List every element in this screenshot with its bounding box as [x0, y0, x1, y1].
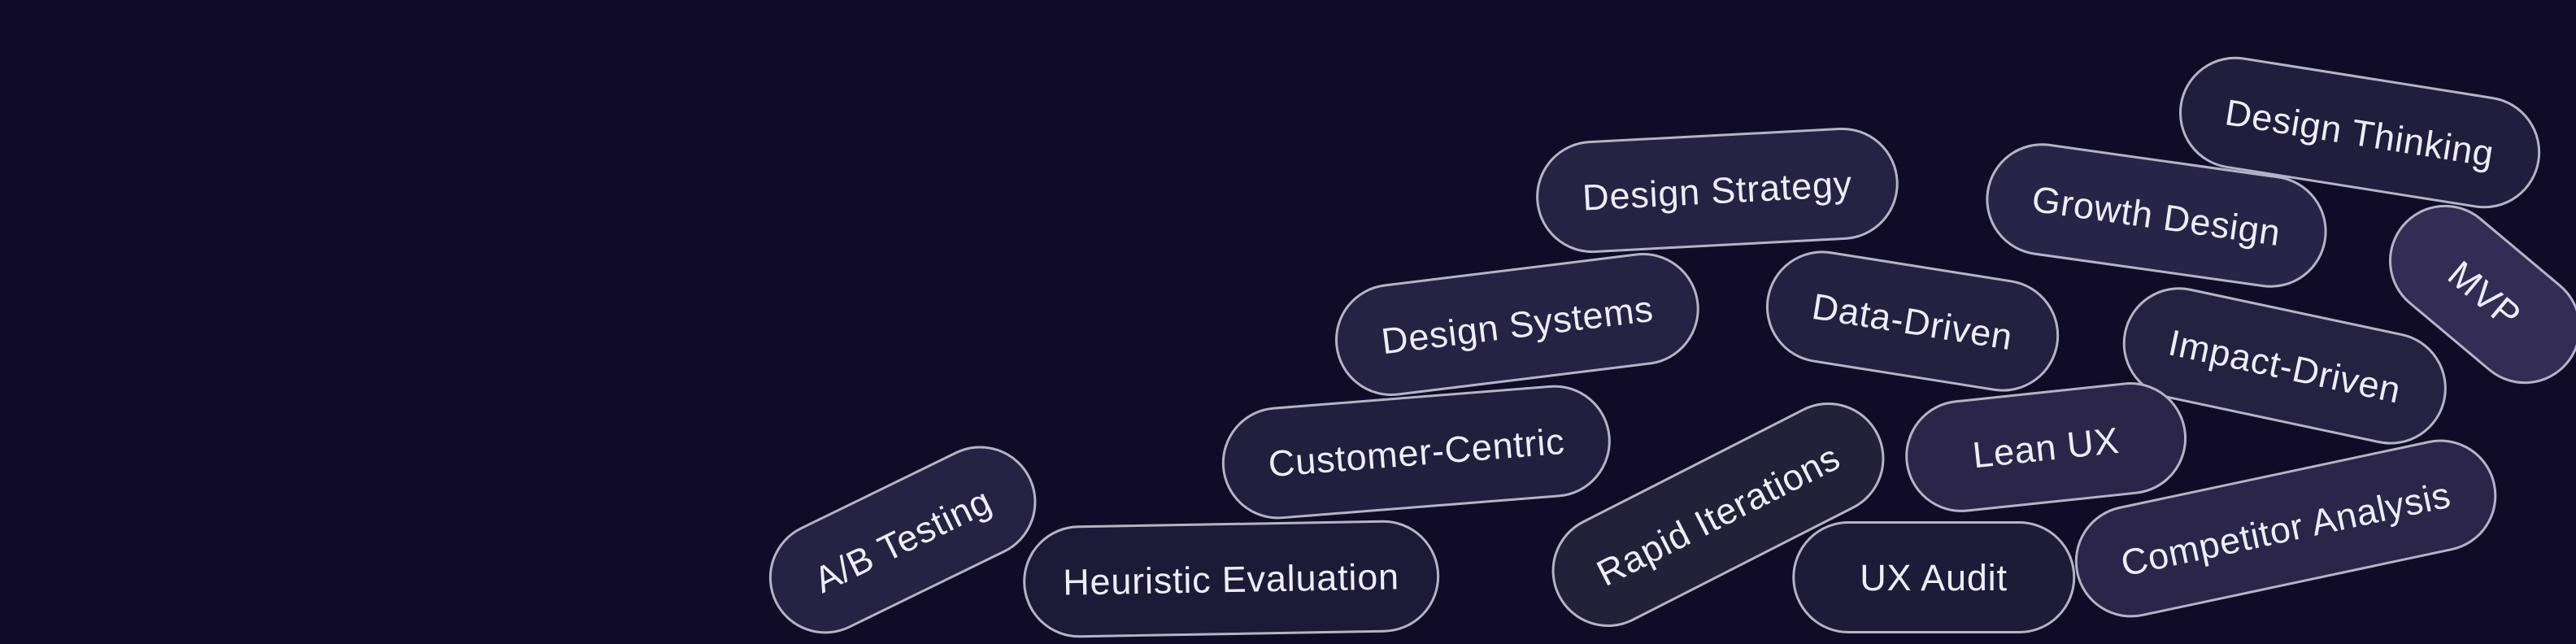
tag-pill-design-systems: Design Systems: [1329, 246, 1706, 402]
tag-pill-label: Heuristic Evaluation: [1062, 555, 1400, 603]
tag-pill-ux-audit: UX Audit: [1792, 521, 2075, 633]
tag-pill-label: A/B Testing: [807, 479, 999, 601]
tag-pill-label: Data-Driven: [1809, 285, 2016, 358]
tag-pill-label: MVP: [2440, 252, 2530, 337]
tag-pill-label: Design Strategy: [1581, 162, 1854, 219]
tag-pill-label: UX Audit: [1860, 556, 2008, 598]
tag-pill-label: Design Thinking: [2222, 90, 2497, 175]
tag-pill-label: Impact-Driven: [2165, 320, 2405, 411]
tag-pill-heuristic-evaluation: Heuristic Evaluation: [1021, 519, 1441, 639]
tag-pill-design-strategy: Design Strategy: [1533, 124, 1902, 256]
tag-pill-label: Growth Design: [2029, 177, 2284, 254]
tag-pill-data-driven: Data-Driven: [1758, 242, 2067, 400]
tag-pill-lean-ux: Lean UX: [1899, 376, 2192, 518]
tag-pill-customer-centric: Customer-Centric: [1217, 381, 1616, 524]
tag-pill-ab-testing: A/B Testing: [750, 427, 1055, 644]
tag-pill-label: Lean UX: [1970, 419, 2121, 476]
tag-pill-label: Customer-Centric: [1266, 420, 1567, 485]
tag-pill-label: Design Systems: [1378, 287, 1656, 362]
tag-pill-label: Competitor Analysis: [2117, 473, 2455, 584]
